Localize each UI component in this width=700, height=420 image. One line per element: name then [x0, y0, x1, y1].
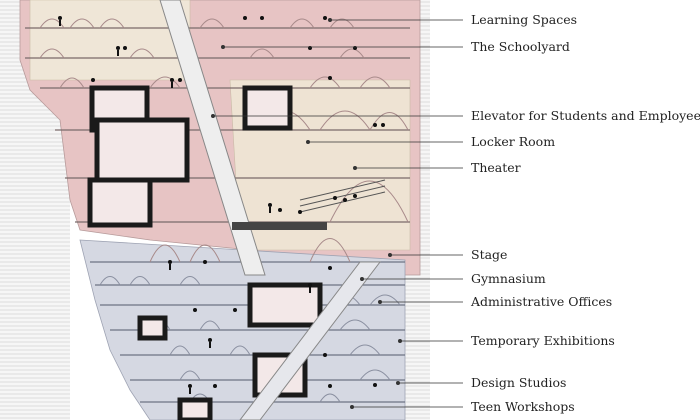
label-the-schoolyard: The Schoolyard: [471, 39, 570, 54]
lower-arches: [99, 276, 401, 403]
label-design-studios: Design Studios: [471, 375, 567, 390]
upper-arches: [39, 18, 409, 263]
leader-lines: [210, 17, 463, 409]
label-locker-room: Locker Room: [471, 134, 556, 149]
label-theater: Theater: [471, 160, 521, 175]
lower-ramp: [239, 261, 382, 420]
black-framed-rooms: [87, 85, 323, 420]
label-teen-workshops: Teen Workshops: [471, 399, 575, 414]
label-temporary-exhibitions: Temporary Exhibitions: [471, 333, 615, 348]
stage-platform: [232, 222, 327, 230]
label-learning-spaces: Learning Spaces: [471, 12, 578, 27]
label-elevator: Elevator for Students and Employees: [471, 108, 700, 123]
label-administrative-offices: Administrative Offices: [471, 294, 613, 309]
label-stage: Stage: [471, 247, 508, 262]
people-silhouettes: [58, 16, 385, 394]
label-gymnasium: Gymnasium: [471, 271, 546, 286]
elevator-shaft: [159, 0, 266, 276]
theater-seating: [299, 179, 386, 213]
